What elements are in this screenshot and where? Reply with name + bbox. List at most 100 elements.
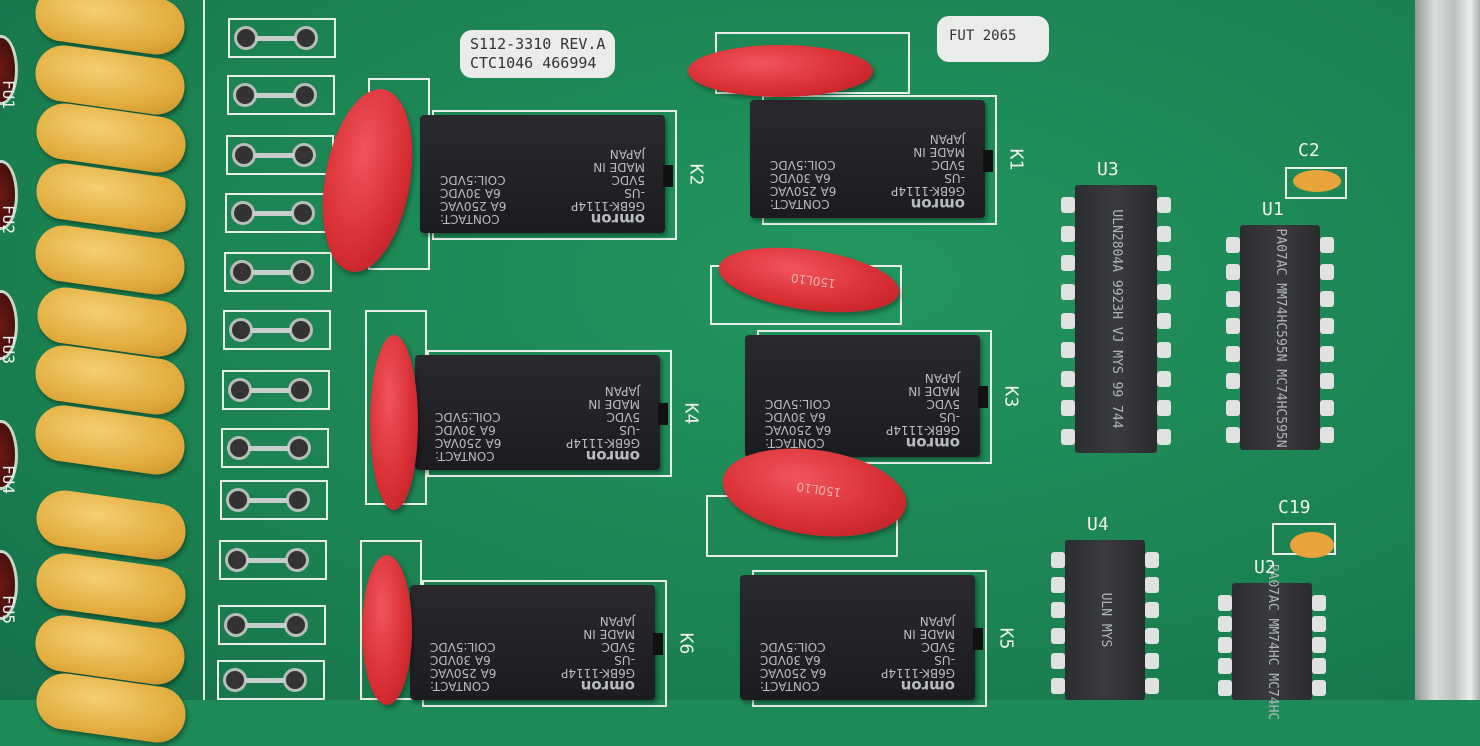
serial-number: CTC1046 466994	[470, 54, 597, 72]
relay-made: MADE IN	[903, 627, 955, 641]
fuse-label: FU1	[0, 80, 18, 109]
ic-pin	[1157, 284, 1171, 301]
pin-header	[224, 252, 332, 292]
c2-outline	[1285, 167, 1347, 199]
ic-pin	[1051, 652, 1065, 669]
ic-ref: U3	[1097, 159, 1119, 180]
relay-brand: omron	[585, 447, 640, 465]
pin	[232, 143, 256, 167]
pin	[224, 613, 248, 637]
ic-pin	[1061, 284, 1075, 301]
relay-ref: K1	[1005, 148, 1027, 171]
ic-marking: PA07AC MM74HC MC74HC	[1265, 563, 1280, 720]
relay-contact: CONTACT:	[770, 197, 830, 211]
relay-suffix: -US	[614, 653, 635, 667]
relay-ref: K3	[1000, 385, 1022, 408]
ic-pin	[1312, 637, 1326, 654]
red-ceramic-capacitor	[362, 555, 412, 705]
ic-pin	[1061, 400, 1075, 417]
ic-pin	[1320, 318, 1334, 335]
pin-header	[225, 193, 333, 233]
ic-pin	[1157, 342, 1171, 359]
pin	[228, 378, 252, 402]
relay-country: JAPAN	[609, 147, 645, 161]
ic-pin	[1312, 595, 1326, 611]
pin	[234, 26, 258, 50]
ic-marking: ULN2804A 9923H VJ MYS 99 744	[1109, 209, 1124, 429]
fuse-label: FU2	[0, 205, 18, 234]
ic-pin	[1157, 226, 1171, 243]
pin	[289, 318, 313, 342]
pin	[290, 260, 314, 284]
ic-pin	[1061, 197, 1075, 213]
relay-made: MADE IN	[593, 160, 645, 174]
ic-pin	[1312, 658, 1326, 675]
ic-pin	[1157, 400, 1171, 417]
pin-header	[226, 135, 334, 175]
ic-pin	[1061, 342, 1075, 359]
relay-rating1: 6A 250VAC	[440, 199, 507, 213]
ic-marking: PA07AC MM74HC595N MC74HC595N	[1273, 227, 1288, 448]
relay-v: 5VDC	[601, 640, 635, 654]
pin-header	[222, 370, 330, 410]
relay-tab	[653, 633, 663, 656]
relay-v: 5VDC	[931, 158, 965, 172]
ic-pin	[1157, 371, 1171, 388]
relay-contact: CONTACT:	[760, 679, 820, 693]
relay-coil: COIL:5VDC	[430, 640, 496, 654]
jumper-wire	[250, 388, 290, 393]
fut-tag: FUT 2065	[937, 16, 1049, 62]
pin-header	[219, 540, 327, 580]
relay-rating2: 6A 30VDC	[770, 171, 831, 185]
pin	[285, 548, 309, 572]
relay-made: MADE IN	[913, 145, 965, 159]
ic-pin	[1218, 679, 1232, 696]
ic-pin	[1051, 552, 1065, 568]
ic-pin	[1320, 427, 1334, 444]
relay-coil: COIL:5VDC	[440, 173, 506, 187]
circuit-board	[0, 0, 1420, 700]
ic-pin	[1157, 313, 1171, 330]
relay-rating1: 6A 250VAC	[760, 666, 827, 680]
jumper-wire	[251, 328, 291, 333]
pin	[225, 548, 249, 572]
pin	[286, 488, 310, 512]
relay-model: G6BK-1114P	[566, 436, 640, 450]
relay-suffix: -US	[934, 653, 955, 667]
ic-pin	[1226, 399, 1240, 416]
fuse-label: FU3	[0, 335, 18, 364]
pin	[294, 26, 318, 50]
ic-chip: PA07AC MM74HC MC74HC	[1232, 563, 1312, 720]
jumper-wire	[252, 270, 292, 275]
relay-rating1: 6A 250VAC	[435, 436, 502, 450]
pin	[227, 436, 251, 460]
ic-pin	[1320, 264, 1334, 281]
relay-v: 5VDC	[926, 397, 960, 411]
red-ceramic-capacitor	[688, 45, 873, 97]
pin	[233, 83, 257, 107]
pin	[284, 613, 308, 637]
relay-rating1: 6A 250VAC	[430, 666, 497, 680]
pin-header	[220, 480, 328, 520]
jumper-wire	[248, 498, 288, 503]
pin	[292, 143, 316, 167]
relay-ref: K6	[675, 632, 697, 654]
ic-pin	[1320, 291, 1334, 308]
ic-pin	[1226, 318, 1240, 335]
relay-rating1: 6A 250VAC	[770, 184, 837, 198]
part-number: S112-3310 REV.A	[470, 35, 606, 53]
jumper-wire	[253, 211, 293, 216]
relay-rating2: 6A 30VDC	[430, 653, 491, 667]
relay-rating2: 6A 30VDC	[760, 653, 821, 667]
